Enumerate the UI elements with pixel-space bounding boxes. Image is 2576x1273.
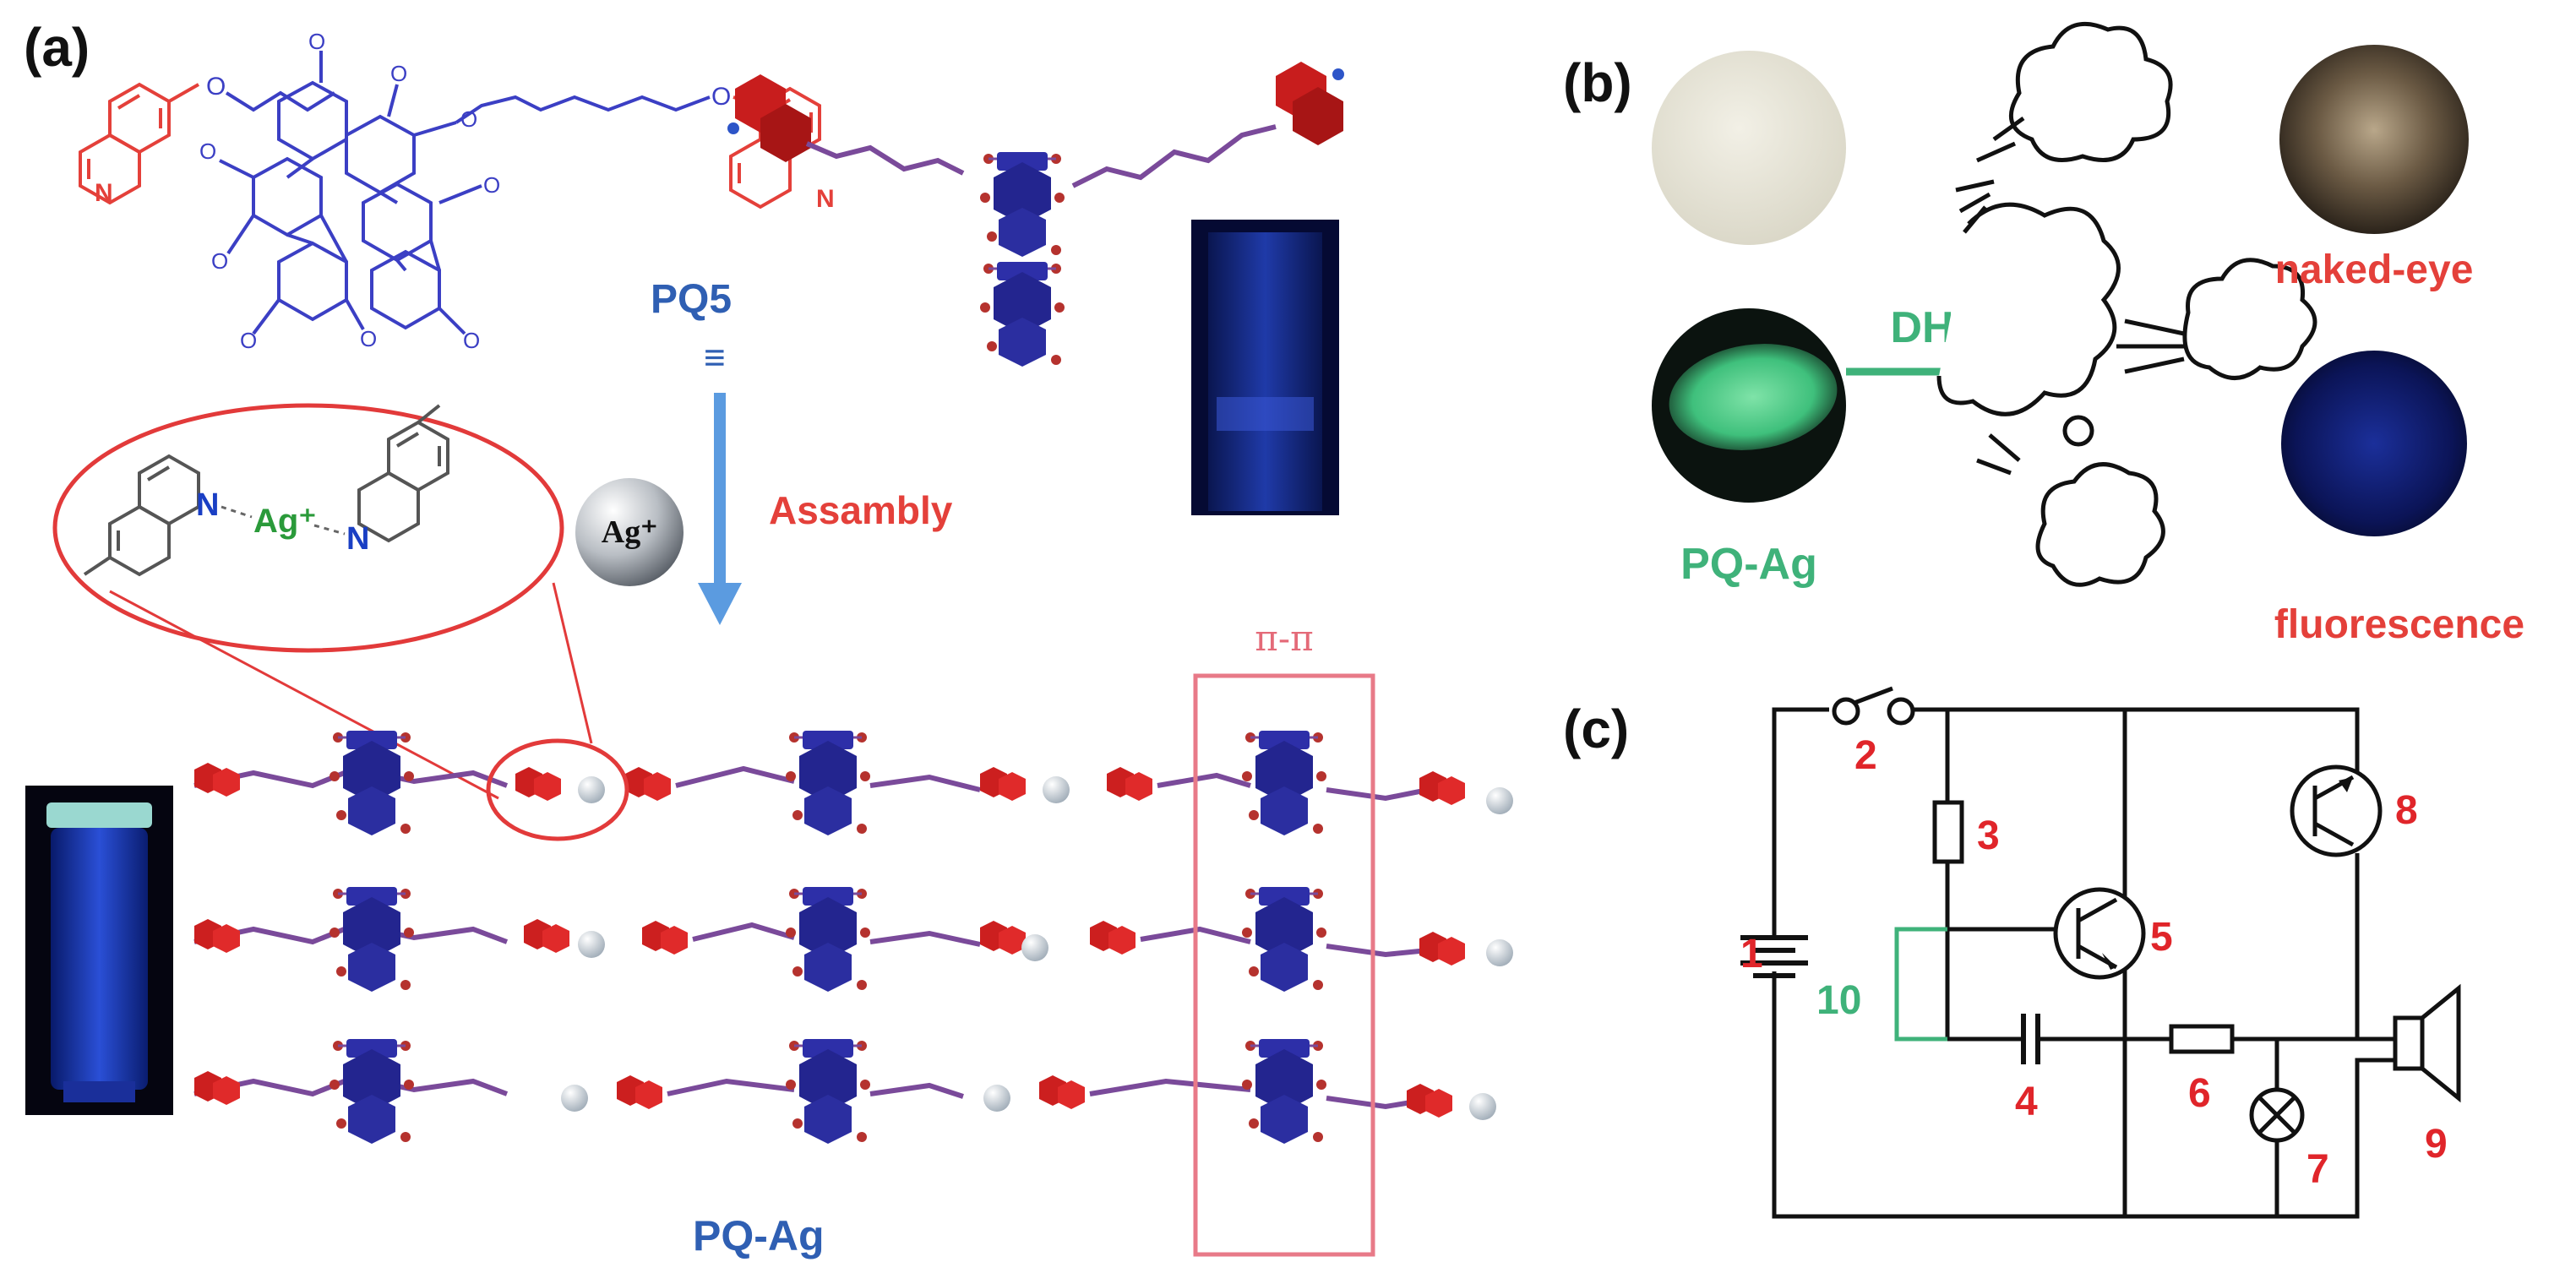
zoom-connector-left — [109, 590, 499, 800]
lamp-icon — [2249, 1087, 2305, 1143]
fluorescence-photo — [2281, 351, 2467, 536]
svg-text:O: O — [360, 326, 377, 351]
label-3: 3 — [1977, 813, 2000, 858]
pi-pi-label: π-π — [1255, 617, 1313, 659]
pq-ag-fluorescence-photo — [1652, 308, 1846, 503]
dh-label: DH — [1890, 303, 1953, 352]
svg-text:O: O — [390, 61, 407, 86]
svg-text:N: N — [816, 185, 835, 213]
panel-c-label: (c) — [1563, 699, 1629, 759]
zoom-n-right: N — [346, 521, 369, 557]
coordination-zoom-ellipse: N N Ag⁺ — [52, 403, 564, 653]
label-2: 2 — [1854, 733, 1877, 778]
ag-sphere-label: Ag⁺ — [602, 514, 658, 550]
svg-text:O: O — [211, 248, 228, 274]
naked-eye-label: naked-eye — [2275, 248, 2474, 292]
panel-a: (a) N O — [24, 17, 1513, 1259]
label-8: 8 — [2395, 788, 2418, 833]
pillarene-core — [219, 51, 482, 335]
panel-a-label: (a) — [24, 17, 90, 78]
svg-text:O: O — [711, 83, 731, 111]
assembly-arrow — [698, 393, 742, 625]
pq5-3d-model — [727, 62, 1344, 368]
pq-ag-daylight-photo — [1652, 51, 1846, 245]
svg-text:O: O — [463, 328, 480, 353]
pq-ag-vial-photo — [25, 786, 173, 1115]
switch-icon — [1832, 686, 1915, 726]
resistor-6-icon — [2169, 1024, 2235, 1054]
label-9: 9 — [2425, 1122, 2448, 1167]
pq-ag-product-label: PQ-Ag — [693, 1212, 825, 1259]
panel-b-label: (b) — [1563, 52, 1632, 113]
label-1: 1 — [1740, 932, 1763, 977]
transistor-8-icon — [2290, 764, 2383, 857]
wire-10 — [1894, 927, 1947, 1042]
svg-text:O: O — [308, 29, 325, 54]
pq-ag-sample-label: PQ-Ag — [1680, 540, 1817, 589]
panel-c: (c) — [1563, 686, 2461, 1219]
svg-text:O: O — [483, 172, 500, 198]
zoom-connector-right — [552, 582, 593, 744]
coordination-highlight — [486, 738, 629, 841]
pq5-cuvette-photo — [1191, 220, 1339, 515]
label-7: 7 — [2306, 1147, 2329, 1192]
naked-eye-photo — [2279, 45, 2469, 234]
resistor-icon — [1932, 800, 1964, 864]
pq5-label: PQ5 — [651, 277, 732, 322]
speaker-icon — [2393, 983, 2461, 1103]
panel-b: (b) PQ-Ag DH naked-eye fluorescence — [1563, 21, 2524, 647]
circuit-diagram: 1 2 3 4 5 6 7 8 9 10 — [1740, 686, 2461, 1219]
svg-text:O: O — [240, 328, 257, 353]
transistor-icon — [2053, 887, 2146, 980]
label-4: 4 — [2015, 1080, 2038, 1124]
pi-pi-stacking-box — [1193, 673, 1375, 1257]
svg-text:O: O — [199, 139, 216, 164]
pq-ag-network — [193, 729, 1513, 1145]
zoom-n-left: N — [196, 487, 219, 523]
explosion-cloud-icon — [1936, 21, 2317, 587]
equivalence-symbol: ≡ — [704, 337, 726, 378]
fluorescence-label: fluorescence — [2274, 602, 2524, 647]
assembly-label: Assambly — [769, 488, 953, 532]
svg-text:O: O — [206, 73, 226, 101]
silver-ion-sphere: Ag⁺ — [575, 478, 683, 586]
pq5-structure: N O — [79, 29, 835, 353]
battery-icon — [1740, 935, 1808, 978]
capacitor-icon — [2021, 1014, 2040, 1064]
left-quinoline — [79, 82, 199, 205]
svg-text:N: N — [95, 179, 113, 207]
zoom-ag-ion-label: Ag⁺ — [253, 503, 316, 540]
label-6: 6 — [2188, 1071, 2211, 1116]
label-10: 10 — [1816, 978, 1861, 1023]
label-5: 5 — [2150, 915, 2173, 960]
